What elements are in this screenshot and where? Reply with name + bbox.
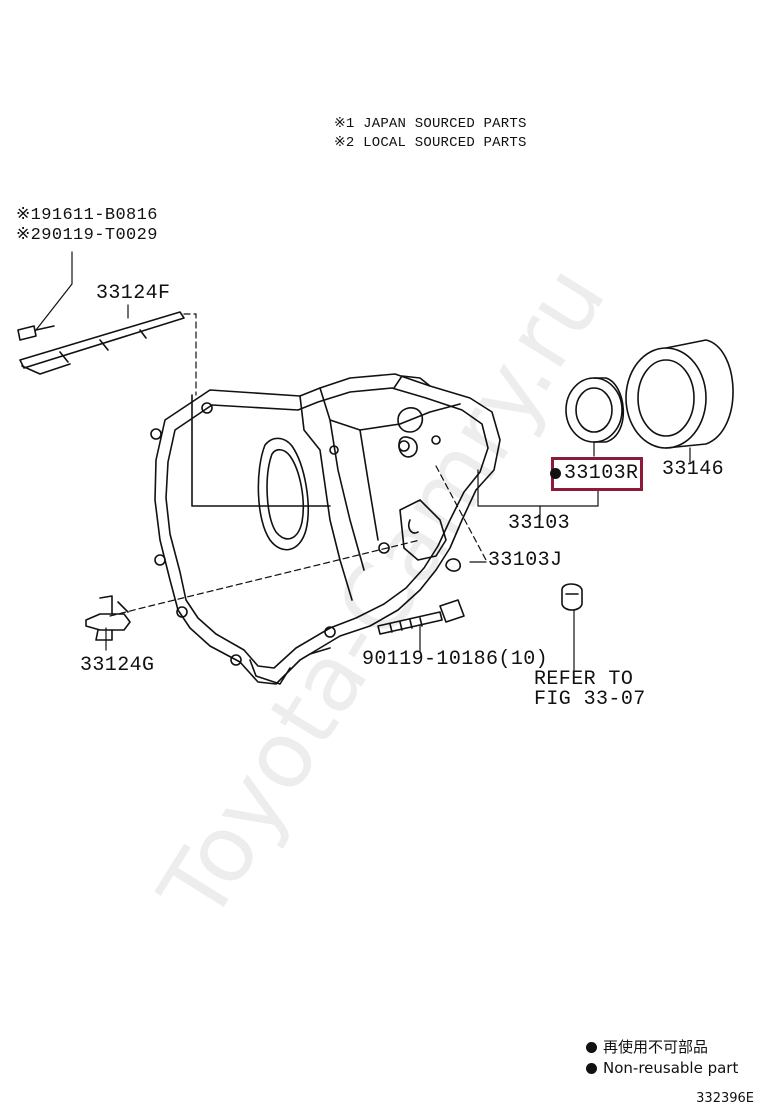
- figure-id: 332396E: [696, 1091, 754, 1106]
- part-label-33124f[interactable]: 33124F: [96, 282, 171, 305]
- legend-non-reusable-jp: 再使用不可部品: [586, 1040, 708, 1055]
- part-label-33146[interactable]: 33146: [662, 458, 725, 481]
- transmission-case-drawing: [150, 373, 501, 685]
- part-label-90119-10186[interactable]: 90119-10186(10): [362, 648, 549, 671]
- plug-drawing: [445, 558, 461, 572]
- part-label-90119-t0029[interactable]: ※290119-T0029: [16, 226, 158, 245]
- non-reusable-dot-icon: [550, 465, 561, 485]
- shift-rod-drawing: [17, 251, 197, 396]
- part-label-33103r[interactable]: 33103R: [564, 462, 639, 485]
- refer-fig-label[interactable]: FIG 33-07: [534, 688, 646, 711]
- sensor-plug-drawing: [561, 583, 583, 611]
- part-label-33103j[interactable]: 33103J: [488, 549, 563, 572]
- note-local-sourced: ※2 LOCAL SOURCED PARTS: [334, 135, 527, 151]
- main-bolt-drawing: [377, 599, 465, 635]
- part-label-33124g[interactable]: 33124G: [80, 654, 155, 677]
- part-label-91611-b0816[interactable]: ※191611-B0816: [16, 206, 158, 225]
- bearing-sleeve-drawing: [625, 339, 734, 463]
- legend-dot-icon: [586, 1063, 597, 1074]
- oil-seal-drawing: [565, 377, 625, 457]
- part-label-33103[interactable]: 33103: [508, 512, 571, 535]
- shift-fork-drawing: [85, 595, 131, 641]
- legend-dot-icon: [586, 1042, 597, 1053]
- legend-non-reusable-en: Non-reusable part: [586, 1061, 738, 1076]
- note-japan-sourced: ※1 JAPAN SOURCED PARTS: [334, 116, 527, 132]
- refer-to-label[interactable]: REFER TO: [534, 668, 634, 691]
- leader-lines: [105, 465, 599, 671]
